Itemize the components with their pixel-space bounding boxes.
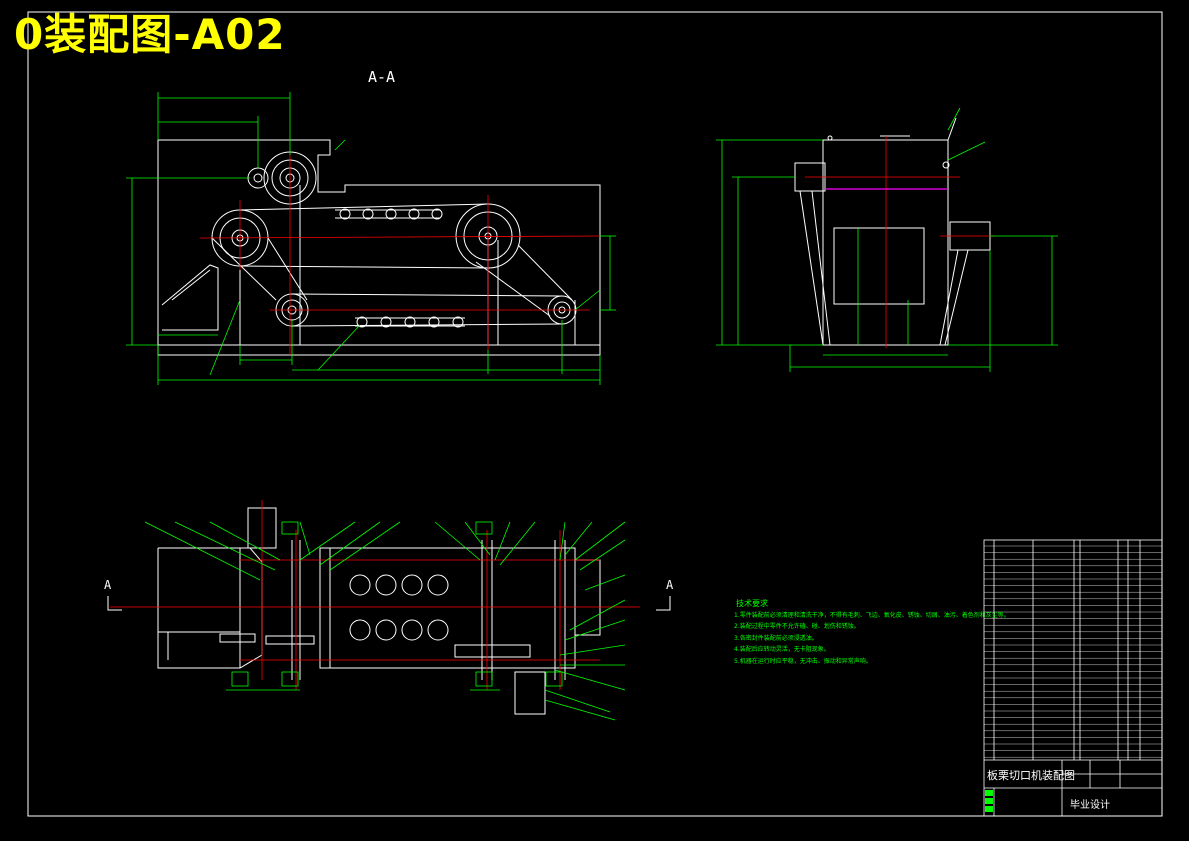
technical-notes: 技术要求 1.零件装配前必须清理和清洗干净，不得有毛刺、飞边、氧化皮、锈蚀、切屑… — [734, 598, 1010, 667]
note-item: 1.零件装配前必须清理和清洗干净，不得有毛刺、飞边、氧化皮、锈蚀、切屑、油污、着… — [734, 611, 1010, 619]
plan-dimensions — [144, 521, 626, 721]
side-centerlines — [805, 136, 995, 348]
sheet-border — [27, 11, 1163, 817]
notes-heading: 技术要求 — [736, 599, 768, 608]
note-item: 3.各密封件装配前必须浸透油。 — [734, 634, 818, 642]
front-centerlines — [199, 150, 601, 355]
side-view — [794, 117, 991, 346]
front-view — [157, 139, 601, 356]
title-block-accents — [985, 790, 993, 812]
note-item: 4.装配后应转动灵活，无卡阻现象。 — [734, 646, 830, 653]
title-block-subtitle: 毕业设计 — [1070, 800, 1110, 811]
plan-view — [157, 507, 601, 715]
side-dimensions — [716, 107, 1058, 372]
title-block-name: 板栗切口机装配图 — [987, 769, 1075, 782]
drawing-title: 0装配图-A02 — [14, 10, 286, 59]
note-item: 5.机器在运行时应平稳，无冲击、振动和异常声响。 — [734, 657, 872, 665]
title-block — [983, 539, 1163, 817]
view-marker-right: A — [666, 578, 674, 592]
front-dimensions — [126, 92, 616, 385]
plan-centerlines — [110, 500, 640, 690]
section-label: A-A — [368, 68, 396, 86]
note-item: 2.装配过程中零件不允许磕、碰、划伤和锈蚀。 — [734, 623, 860, 630]
view-marker-left: A — [104, 578, 112, 592]
parts-list-rows — [984, 545, 1162, 758]
section-arrows — [107, 596, 671, 611]
